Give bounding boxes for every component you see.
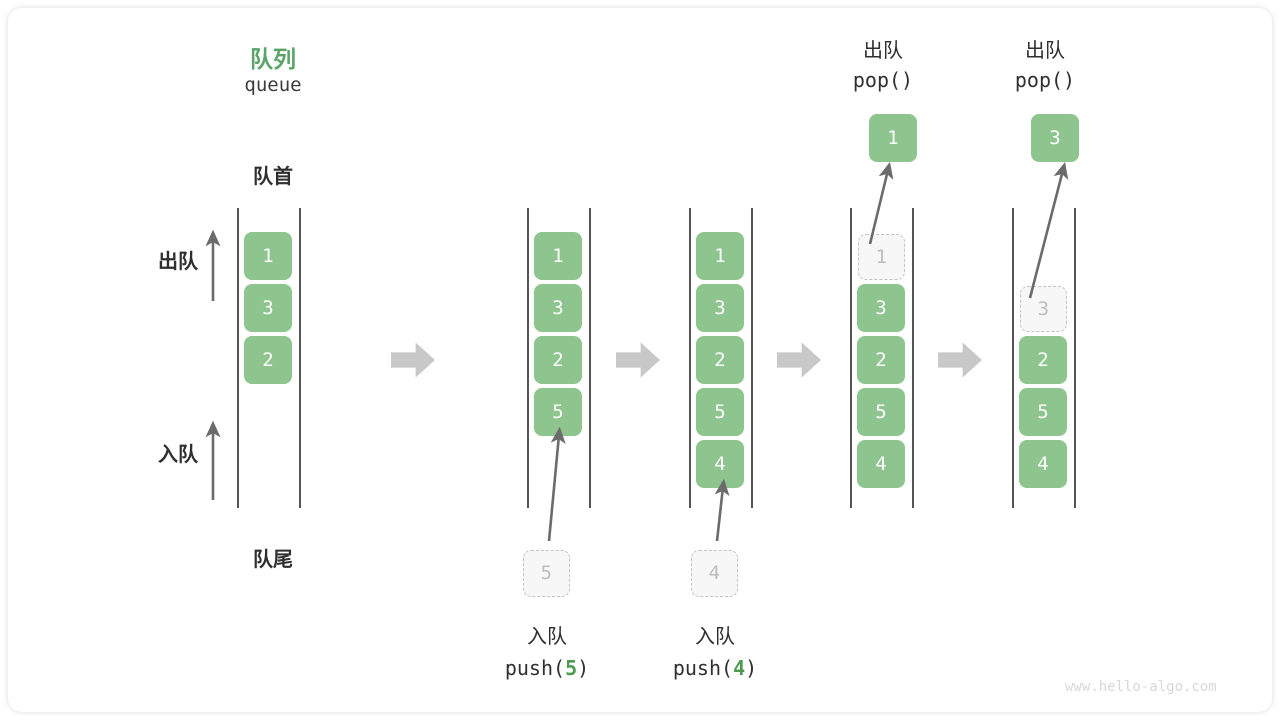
push-code-value: 5 [565,656,578,680]
popped-ghost-cell: 1 [858,233,905,281]
queue-cell: 2 [696,336,744,384]
rail-left [237,208,239,508]
dequeue-direction-label: 出队 [158,251,198,273]
step-arrow-2 [616,342,660,378]
pop-3-arrow [1028,161,1069,299]
queue-cell: 4 [857,440,905,488]
incoming-ghost-cell: 4 [691,550,738,597]
pop-label-1-code: pop() [852,68,914,92]
queue-cell: 3 [857,284,905,332]
push-label-1-code: push(5) [487,656,607,680]
push-code-prefix: push( [672,656,734,680]
queue-cell: 5 [1019,388,1067,436]
queue-cell: 3 [244,284,292,332]
incoming-ghost-cell: 5 [523,550,570,597]
step-arrow-3 [777,342,821,378]
queue-cell: 2 [244,336,292,384]
enqueue-direction-label: 入队 [158,444,198,466]
rail-left [689,208,691,508]
popped-value-cell: 3 [1031,114,1079,162]
rail-right [299,208,301,508]
push-code-suffix: ) [745,656,758,680]
rail-right [589,208,591,508]
queue-cell: 4 [1019,440,1067,488]
push-code-suffix: ) [577,656,590,680]
step-arrow-4 [938,342,982,378]
queue-cell: 5 [534,388,582,436]
diagram-title-en: queue [244,74,302,96]
rail-right [751,208,753,508]
rail-left [1012,208,1014,508]
popped-ghost-cell: 3 [1020,285,1067,333]
queue-cell: 1 [534,232,582,280]
push-label-1-cn: 入队 [527,626,567,648]
popped-value-cell: 1 [869,114,917,162]
push-label-2-cn: 入队 [695,626,735,648]
pop-label-2-cn: 出队 [1025,40,1065,62]
pop-label-2-code: pop() [1014,68,1076,92]
queue-cell: 5 [857,388,905,436]
push-5-arrow [547,426,566,542]
queue-cell: 4 [696,440,744,488]
rear-label: 队尾 [253,549,293,571]
queue-cell: 1 [696,232,744,280]
push-code-value: 4 [733,656,746,680]
watermark: www.hello-algo.com [1065,679,1217,695]
rail-left [850,208,852,508]
queue-cell: 2 [534,336,582,384]
rail-right [1074,208,1076,508]
queue-cell: 3 [696,284,744,332]
diagram-canvas: 队列 queue 队首 队尾 出队 入队 出队 pop() 出队 pop() 入… [8,8,1272,712]
queue-cell: 5 [696,388,744,436]
front-label: 队首 [253,166,293,188]
pop-1-arrow [868,161,894,245]
rail-left [527,208,529,508]
queue-cell: 3 [534,284,582,332]
queue-cell: 2 [857,336,905,384]
queue-cell: 2 [1019,336,1067,384]
step-arrow-1 [391,342,435,378]
diagram-title-cn: 队列 [250,46,296,72]
push-code-prefix: push( [504,656,566,680]
pop-label-1-cn: 出队 [863,40,903,62]
queue-cell: 1 [244,232,292,280]
push-label-2-code: push(4) [655,656,775,680]
rail-right [912,208,914,508]
push-4-arrow [714,478,730,542]
